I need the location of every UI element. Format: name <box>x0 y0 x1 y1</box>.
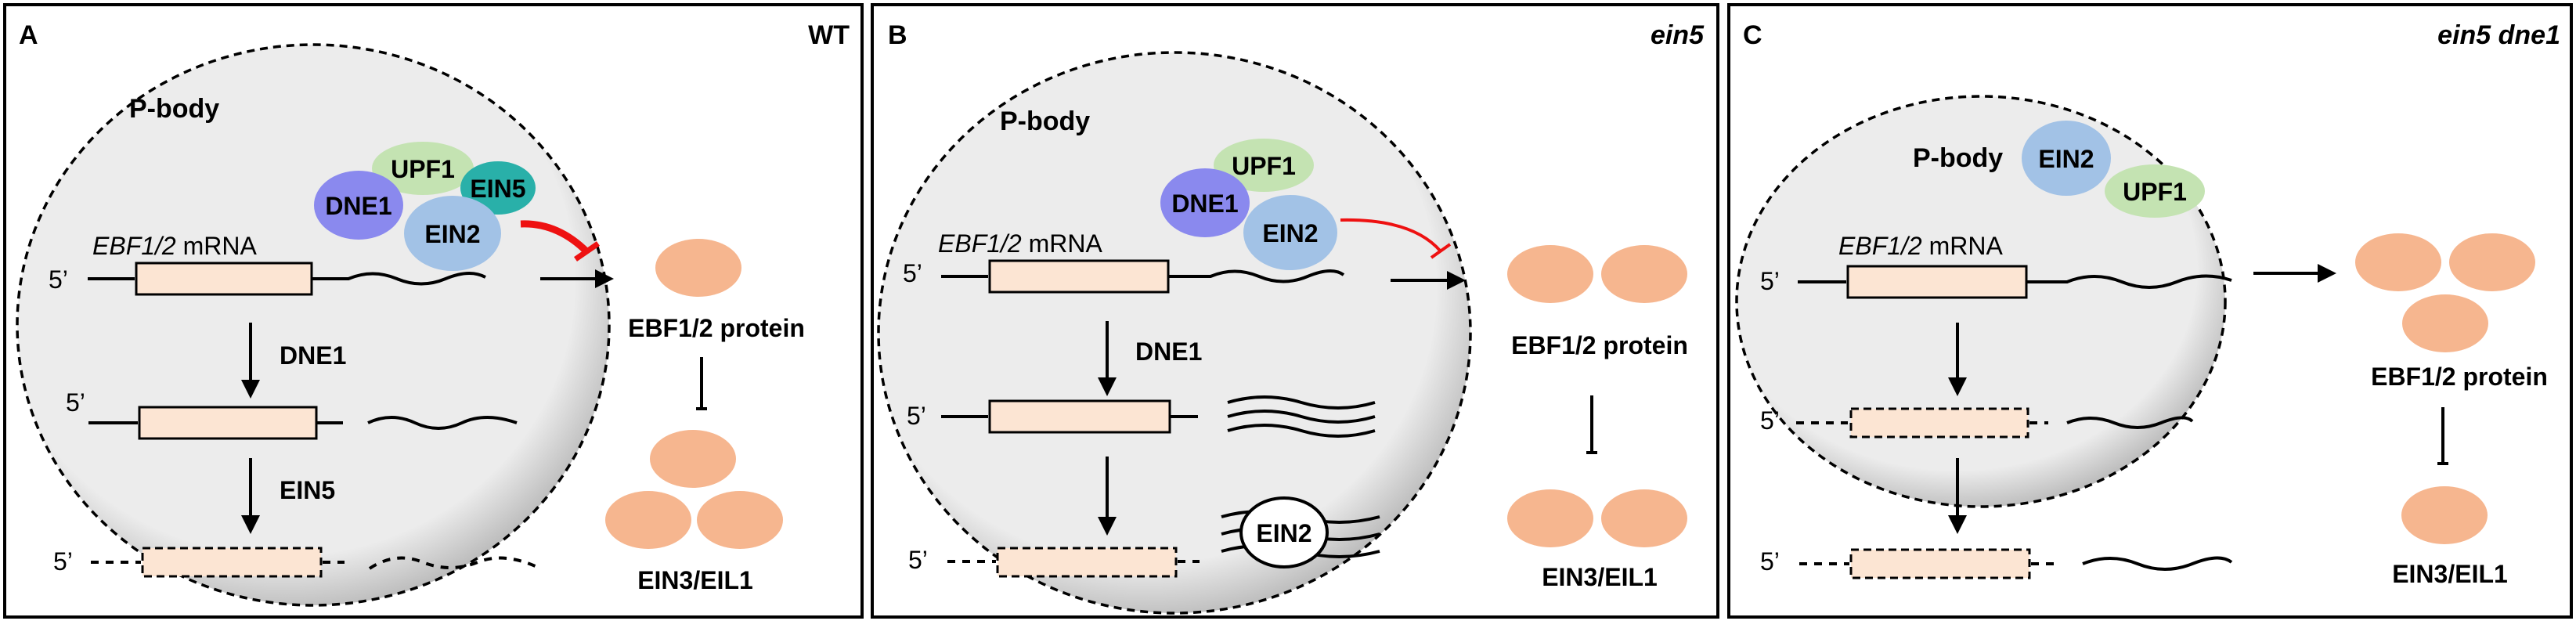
upf1-b <box>1214 139 1314 192</box>
ein3-protein-b2 <box>1601 489 1687 547</box>
ein2-a <box>404 196 501 271</box>
panel-b: B ein5 P-body UPF1 DNE1 EIN2 EBF1/2 mRNA… <box>871 3 1719 619</box>
five-prime-c2: 5’ <box>1760 406 1780 435</box>
mrna-box-c3 <box>1849 548 2031 579</box>
ein2-bound-b <box>1239 496 1329 568</box>
five-prime-b2: 5’ <box>907 402 926 430</box>
ein2-c <box>2022 121 2111 196</box>
mrna-fragment-b2b <box>1227 410 1376 424</box>
ein2-b <box>1243 195 1337 270</box>
mrna-box-a2 <box>138 406 318 440</box>
upf1-label-c: UPF1 <box>2123 178 2187 206</box>
ein2-bound-label-b: EIN2 <box>1256 519 1311 547</box>
ein3-protein-b1 <box>1507 489 1593 547</box>
mrna-tail-a1 <box>312 272 486 286</box>
ein3-protein-c <box>2401 486 2488 544</box>
ein3-label-a: EIN3/EIL1 <box>637 566 753 594</box>
ein3-label-b: EIN3/EIL1 <box>1542 563 1658 591</box>
mrna-box-c1 <box>1846 265 2028 299</box>
mrna-fragment-b2a <box>1227 395 1376 410</box>
ein2-label-c: EIN2 <box>2038 145 2094 173</box>
mrna-fragment-c2 <box>2066 416 2194 429</box>
five-prime-a3: 5’ <box>53 547 73 576</box>
panel-b-genotype: ein5 <box>1651 20 1705 50</box>
panel-c-letter: C <box>1743 20 1762 50</box>
ebf-protein-b2 <box>1601 245 1687 303</box>
dne1-label-b: DNE1 <box>1171 189 1238 218</box>
ein5-label-a: EIN5 <box>470 175 525 203</box>
ein5-inhibition-arrow-a <box>520 220 590 255</box>
ein2-label-a: EIN2 <box>424 220 480 248</box>
ebf-protein-c3 <box>2402 294 2488 352</box>
upf1-a <box>372 142 474 195</box>
mrna-box-a1 <box>135 262 313 296</box>
five-prime-c3: 5’ <box>1760 547 1780 576</box>
ein5-a <box>460 161 536 215</box>
ebf-protein-a <box>655 239 741 297</box>
ebf-protein-c2 <box>2449 233 2535 291</box>
mrna-box-a3 <box>141 547 323 578</box>
mrna-box-b2 <box>988 399 1171 434</box>
p-body-label-b: P-body <box>1000 106 1090 136</box>
mrna-label-a: EBF1/2 mRNA <box>92 232 257 260</box>
ein5-step-label-a: EIN5 <box>280 476 335 504</box>
ebf-protein-b1 <box>1507 245 1593 303</box>
dne1-b <box>1160 168 1250 237</box>
mrna-box-c2 <box>1849 407 2029 439</box>
five-prime-c1: 5’ <box>1760 267 1780 295</box>
panel-c-genotype: ein5 dne1 <box>2437 20 2560 50</box>
p-body-c <box>1735 95 2227 508</box>
five-prime-b3: 5’ <box>908 546 928 574</box>
ein3-label-c: EIN3/EIL1 <box>2392 560 2508 588</box>
ein3-protein-a3 <box>697 491 783 549</box>
dne1-step-label-b: DNE1 <box>1135 337 1202 366</box>
panel-c: C ein5 dne1 P-body EIN2 UPF1 EBF1/2 mRNA… <box>1727 3 2573 619</box>
ebf-protein-label-c: EBF1/2 protein <box>2371 363 2548 391</box>
mrna-label-b: EBF1/2 mRNA <box>938 229 1102 258</box>
upf1-label-b: UPF1 <box>1232 152 1296 180</box>
mrna-fragment-b2c <box>1227 424 1376 438</box>
ebf-protein-label-b: EBF1/2 protein <box>1511 331 1688 359</box>
weak-inhibition-arrow-b <box>1340 218 1442 253</box>
p-body-label-a: P-body <box>129 94 219 124</box>
ebf-protein-c1 <box>2355 233 2441 291</box>
mrna-box-b3 <box>996 547 1178 578</box>
panel-a: A WT P-body UPF1 DNE1 EIN5 EIN2 EBF1/2 m… <box>3 3 864 619</box>
five-prime-a2: 5’ <box>66 388 85 417</box>
ein3-protein-a1 <box>650 430 736 488</box>
dne1-label-a: DNE1 <box>325 192 391 220</box>
p-body-a <box>16 43 611 607</box>
panel-a-genotype: WT <box>808 20 850 50</box>
dne1-step-label-a: DNE1 <box>280 341 346 370</box>
dne1-a <box>314 171 403 240</box>
ein3-protein-a2 <box>605 491 691 549</box>
mrna-box-b1 <box>988 259 1170 294</box>
ebf-protein-label-a: EBF1/2 protein <box>628 314 805 342</box>
upf1-label-a: UPF1 <box>391 155 455 183</box>
panel-b-letter: B <box>888 20 907 50</box>
mrna-fragment-c3 <box>2082 556 2233 571</box>
upf1-c <box>2105 164 2205 218</box>
ein2-label-b: EIN2 <box>1262 219 1318 247</box>
panel-a-letter: A <box>19 20 38 50</box>
p-body-label-c: P-body <box>1913 143 2003 173</box>
mrna-tail-c1 <box>2026 274 2232 289</box>
p-body-b <box>877 51 1472 615</box>
mrna-label-c: EBF1/2 mRNA <box>1838 232 2003 260</box>
mrna-fragment-a2 <box>367 416 518 430</box>
five-prime-b1: 5’ <box>903 259 922 287</box>
five-prime-a1: 5’ <box>49 265 68 294</box>
mrna-tail-b1 <box>1168 269 1345 283</box>
